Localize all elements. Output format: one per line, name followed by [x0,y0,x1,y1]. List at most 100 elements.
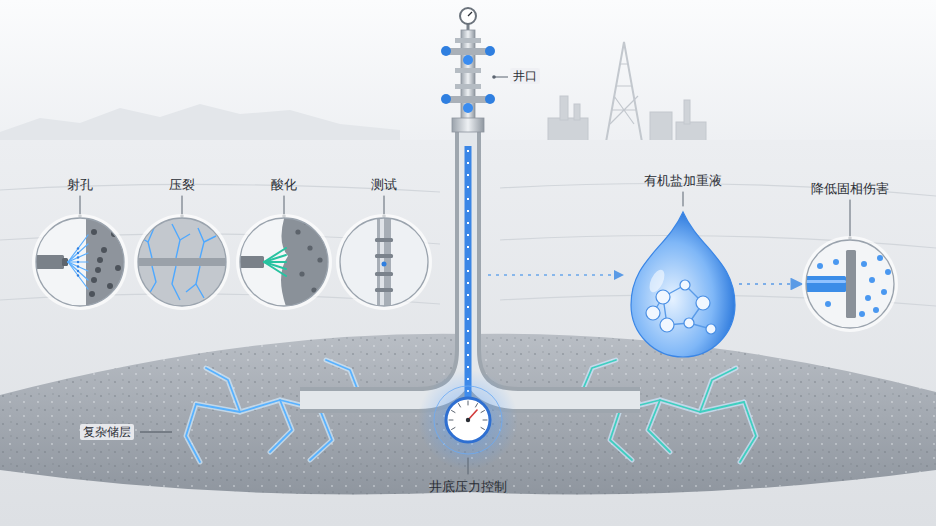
node-shape [30,194,130,310]
test-background [334,212,434,312]
node-shape [334,194,434,310]
droplet-highlight [646,268,667,295]
fluid-particle [877,255,883,261]
jet-particle [77,270,79,272]
molecule-atom [684,318,694,328]
wellbore-pipe [136,258,228,266]
decor-circle [492,75,496,79]
node-shape [413,378,523,478]
gauge-tick [481,428,484,430]
decor-circle [441,94,451,104]
acid-jet [264,262,286,276]
perforation-hole [115,265,121,271]
decor-circle [463,103,473,113]
tool-collar [375,272,393,276]
pressure-glow [418,370,518,470]
jet-particle [77,261,79,263]
callout-leader [384,196,385,214]
wellbore-to-fluid-arrow [488,270,624,280]
gauge-tick [449,420,453,421]
node-heading: 井底压力控制 [413,478,523,496]
node-heading: 酸化 [234,176,334,194]
sensor-light [382,262,387,267]
callout-art [800,240,894,328]
perforation-jet [68,253,88,262]
part-label: 复杂储层 [80,424,134,440]
callout-circle [340,218,428,306]
tool-collar [375,288,393,292]
decor-circle [460,8,476,24]
gauge-tick [468,401,469,405]
fluid-particle [859,311,865,317]
decor-rect [455,84,481,89]
decor-line [494,77,508,78]
perforation-hole [89,291,95,297]
decor-path [606,42,642,142]
node-shape [800,198,900,332]
jet-particle [77,265,79,267]
rock-pore [295,229,300,234]
gauge-hub [466,418,470,422]
decor-rect [560,96,568,120]
fracture-line [180,234,190,240]
fracture-line [172,266,180,300]
decor-rect [684,100,690,124]
refinery-silhouette [548,42,706,142]
fluid-particle [873,307,879,313]
callout-circle [240,218,328,306]
decor-path [610,64,638,124]
molecule-atom [660,318,674,332]
perforation-jet [68,262,88,289]
decor-rect [461,30,475,122]
fluid-particle [865,295,871,301]
callout-leader [284,196,285,214]
decor-path [467,150,469,400]
node-heading: 降低固相伤害 [800,180,900,198]
fluid-particle [881,289,887,295]
perforation-hole [91,277,97,283]
callout-leader [182,196,183,214]
fluid-particle [817,263,823,269]
node-shape [234,194,334,310]
rock-pore [299,271,304,276]
callout-node: 降低固相伤害 [800,180,900,332]
gauge-tick [452,428,455,430]
decor-rect [548,118,588,142]
formation-wall [846,250,856,318]
callout-art [32,212,136,312]
decor-line [468,12,472,16]
fluid-droplet [631,212,735,357]
fluid-particle [861,261,867,267]
rock-pore [307,245,312,250]
callout-circle [36,218,124,306]
pipe-highlight [800,280,846,283]
callout-leader [80,196,81,214]
decor-circle [463,55,473,65]
decor-rect [574,104,580,120]
callout-leader [468,458,469,474]
acid-jet [264,255,286,262]
jet-particle [77,256,79,258]
reservoir-leader [140,432,172,433]
perforation-hole [97,257,103,263]
decor-rect [455,68,481,73]
callout-node: 测试 [334,176,434,310]
molecule-atom [646,306,660,320]
wellhead [441,8,495,132]
formation [132,212,232,312]
gauge-tick [483,420,487,421]
perforation-jet [68,235,88,262]
perforation-hole [101,247,107,253]
fracture-lines [138,224,216,300]
decor-rect [455,38,481,43]
acid-jet [264,248,286,262]
decor-line [488,274,616,276]
node-heading: 压裂 [132,176,232,194]
gauge-tick [459,404,461,407]
rock-face [86,212,136,312]
rock-pore [317,257,322,262]
pressure-gauge [446,398,490,442]
tool-collar [375,238,393,242]
perforation-jet [68,262,88,280]
callout-node: 井底压力控制 [413,378,523,496]
